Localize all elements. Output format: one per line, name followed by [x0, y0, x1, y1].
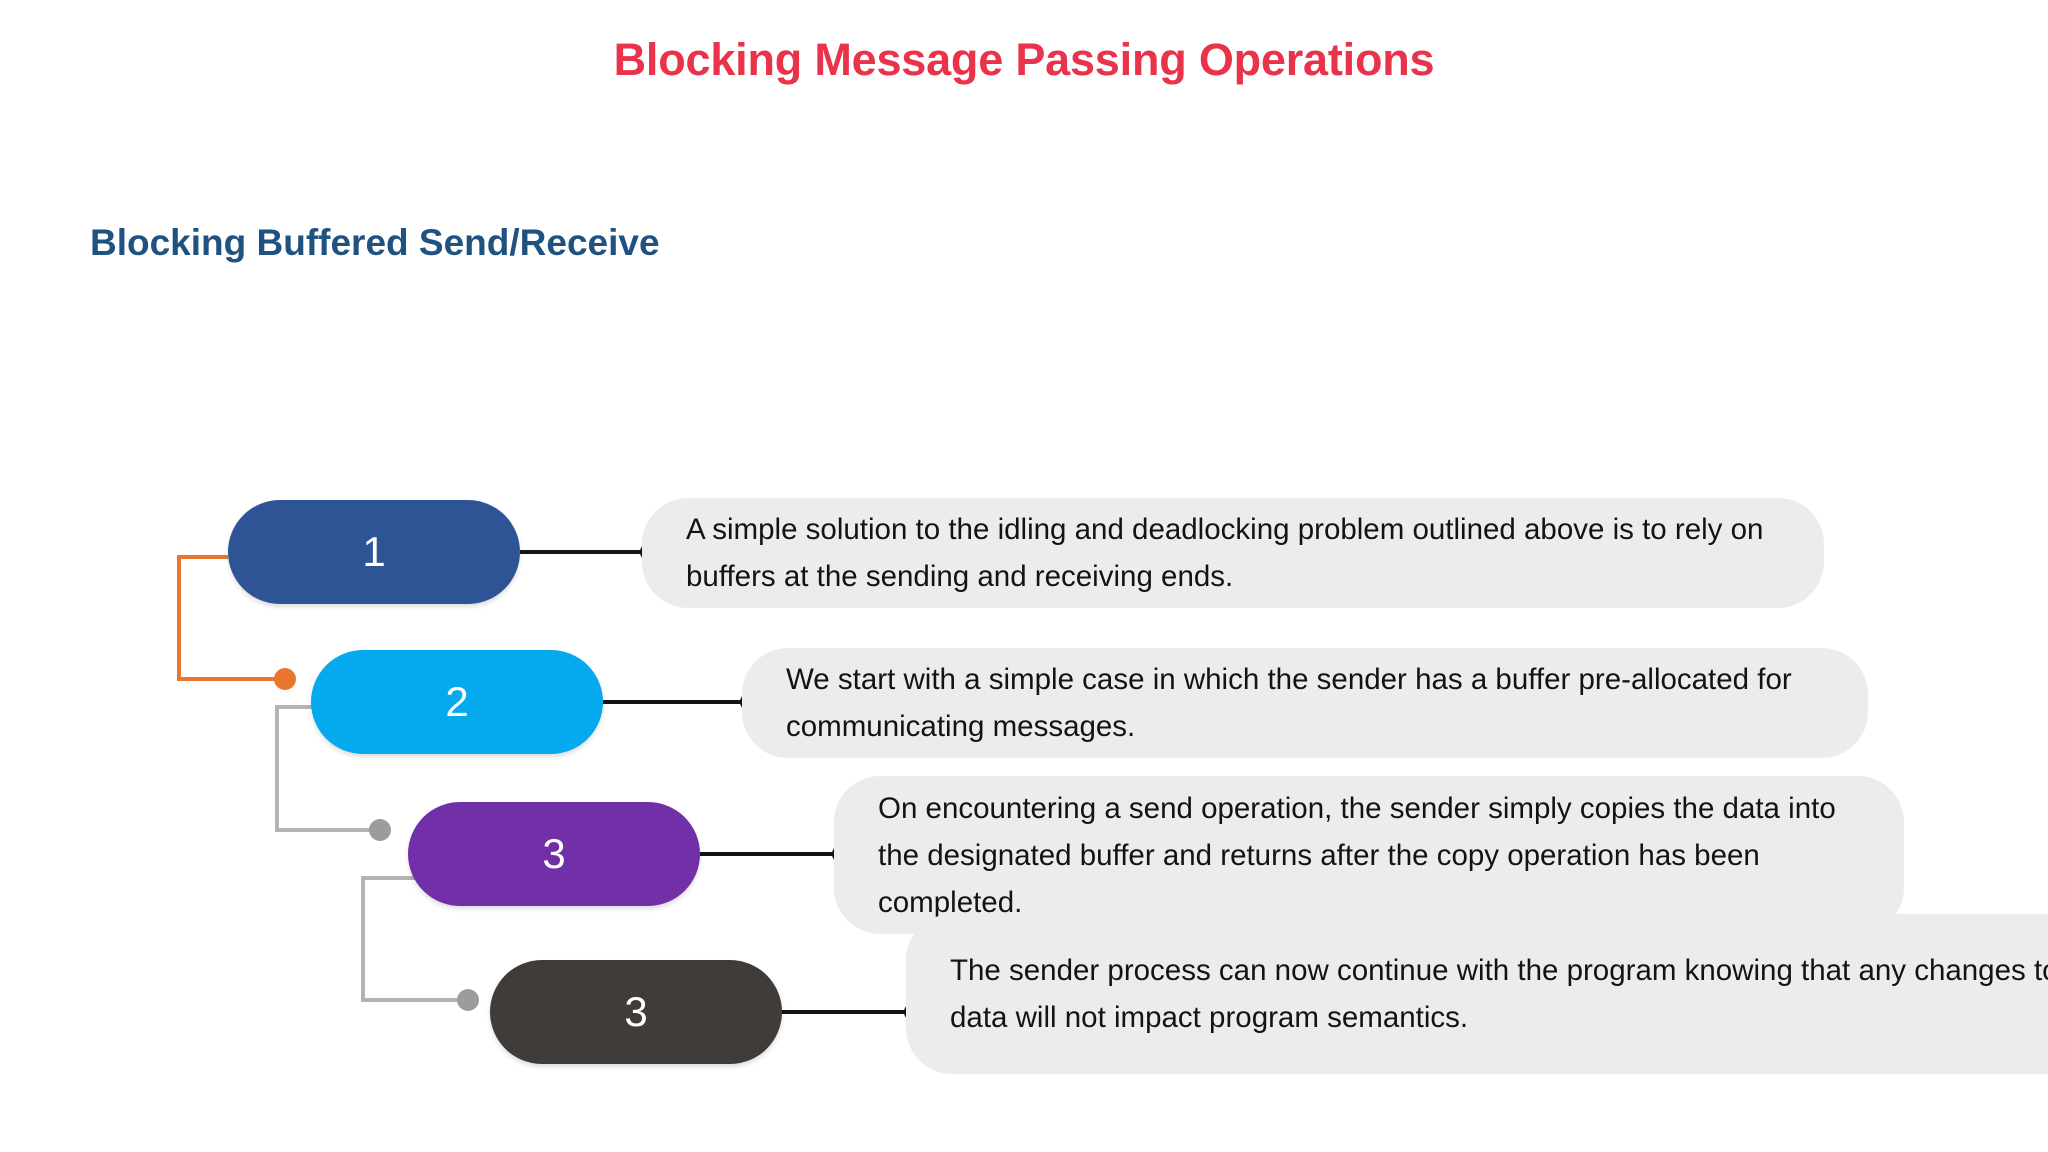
step-description-bubble: On encountering a send operation, the se…	[834, 776, 1904, 934]
step-description-text: A simple solution to the idling and dead…	[686, 513, 1764, 593]
bracket-dot-1	[274, 668, 296, 690]
process-step-row: 3 The sender process can now continue wi…	[490, 914, 2048, 1074]
section-subtitle: Blocking Buffered Send/Receive	[90, 222, 660, 263]
step-number-label: 3	[624, 988, 648, 1035]
process-step-row: 3 On encountering a send operation, the …	[408, 776, 2008, 934]
step-connector-line	[782, 1010, 912, 1014]
step-pill-4[interactable]: 3	[490, 960, 782, 1064]
step-number-label: 1	[362, 528, 386, 575]
step-number-label: 2	[445, 678, 469, 725]
step-description-bubble: A simple solution to the idling and dead…	[642, 498, 1824, 608]
step-connector-line	[520, 550, 648, 554]
step-description-text: On encountering a send operation, the se…	[878, 791, 1836, 919]
step-description-text: We start with a simple case in which the…	[786, 663, 1792, 743]
step-pill-3[interactable]: 3	[408, 802, 700, 906]
step-description-bubble: The sender process can now continue with…	[906, 914, 2048, 1074]
step-connector-line	[700, 852, 840, 856]
bracket-dot-3	[457, 989, 479, 1011]
step-number-label: 3	[542, 830, 566, 877]
process-step-row: 1 A simple solution to the idling and de…	[228, 498, 1828, 610]
step-pill-2[interactable]: 2	[311, 650, 603, 754]
step-connector-line	[603, 700, 748, 704]
page-title: Blocking Message Passing Operations	[613, 34, 1435, 85]
step-pill-1[interactable]: 1	[228, 500, 520, 604]
step-description-text: The sender process can now continue with…	[950, 954, 2048, 1034]
step-description-bubble: We start with a simple case in which the…	[742, 648, 1868, 758]
process-step-row: 2 We start with a simple case in which t…	[311, 648, 1911, 760]
bracket-dot-2	[369, 819, 391, 841]
